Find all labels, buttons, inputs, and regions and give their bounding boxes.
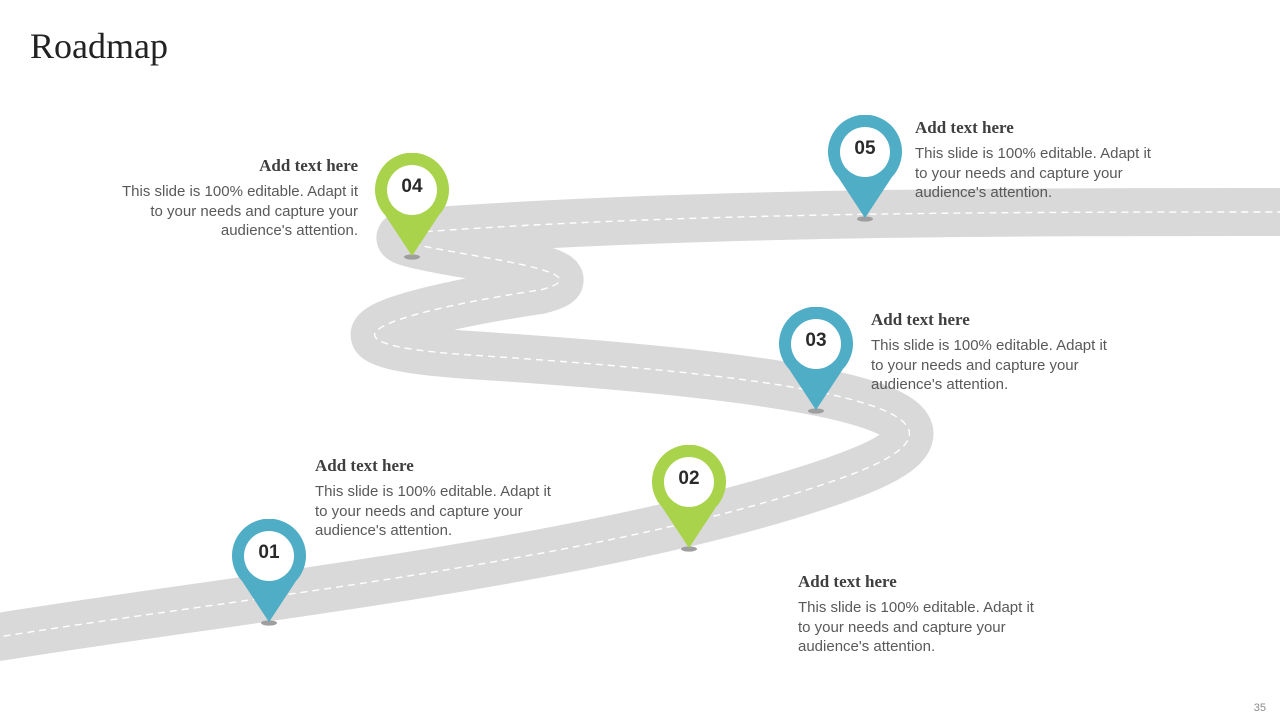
- callout-body: This slide is 100% editable. Adapt it to…: [871, 337, 1107, 393]
- callout-heading: Add text here: [915, 118, 1014, 137]
- page-number: 35: [1253, 702, 1266, 714]
- milestone-callout-02: Add text here This slide is 100% editabl…: [798, 571, 1048, 657]
- milestone-number: 05: [854, 138, 876, 159]
- milestone-number: 01: [258, 542, 280, 563]
- milestone-callout-05: Add text here This slide is 100% editabl…: [915, 117, 1165, 203]
- callout-heading: Add text here: [259, 156, 358, 175]
- milestone-pin-05: 05: [826, 115, 904, 227]
- pin-shadow: [681, 546, 697, 552]
- milestone-callout-04: Add text here This slide is 100% editabl…: [108, 155, 358, 241]
- milestone-pin-03: 03: [777, 307, 855, 419]
- milestone-number: 03: [805, 330, 827, 351]
- callout-heading: Add text here: [798, 572, 897, 591]
- pin-shadow: [857, 216, 873, 222]
- milestone-number: 04: [401, 176, 423, 197]
- milestone-pin-02: 02: [650, 445, 728, 557]
- road-center-line: [0, 211, 1280, 638]
- road-surface: [0, 188, 1280, 662]
- callout-body: This slide is 100% editable. Adapt it to…: [315, 483, 551, 539]
- callout-body: This slide is 100% editable. Adapt it to…: [915, 145, 1151, 201]
- milestone-pin-04: 04: [373, 153, 451, 265]
- pin-shadow: [808, 408, 824, 414]
- milestone-number: 02: [678, 468, 700, 489]
- callout-body: This slide is 100% editable. Adapt it to…: [122, 183, 358, 239]
- milestone-pin-01: 01: [230, 519, 308, 631]
- pin-shadow: [404, 254, 420, 260]
- milestone-callout-01: Add text here This slide is 100% editabl…: [315, 455, 565, 541]
- callout-heading: Add text here: [871, 310, 970, 329]
- slide-title: Roadmap: [30, 26, 168, 66]
- callout-body: This slide is 100% editable. Adapt it to…: [798, 599, 1034, 655]
- callout-heading: Add text here: [315, 456, 414, 475]
- milestone-callout-03: Add text here This slide is 100% editabl…: [871, 309, 1121, 395]
- pin-shadow: [261, 620, 277, 626]
